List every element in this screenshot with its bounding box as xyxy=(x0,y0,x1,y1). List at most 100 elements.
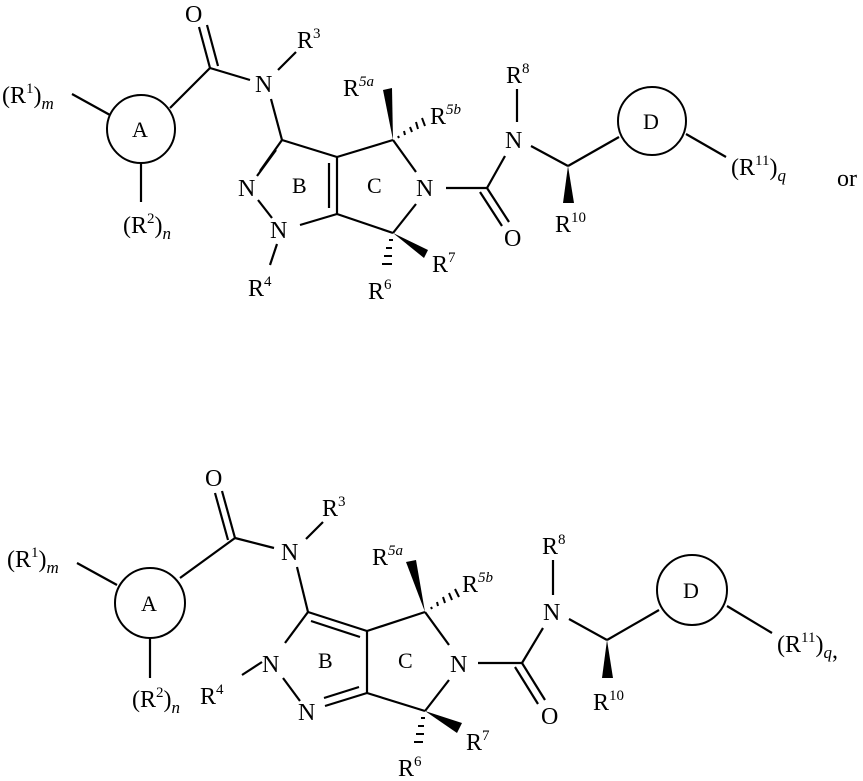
r8-label: R8 xyxy=(542,532,566,560)
r4-label: R4 xyxy=(200,682,224,710)
bond-ringA-carbonyl xyxy=(179,537,236,579)
bond-c4-n5 xyxy=(392,139,417,173)
amide-nitrogen: N xyxy=(255,72,272,98)
or-separator: or xyxy=(837,166,857,192)
r10-label: R10 xyxy=(555,210,586,238)
bond-ringD-r11 xyxy=(685,133,727,158)
bond-n1-c6a-a xyxy=(324,691,368,708)
r1-label: (R1)m xyxy=(7,545,59,577)
r2-label: (R2)n xyxy=(132,685,180,717)
urea-oxygen: O xyxy=(541,704,558,730)
bond-n1-c6a-b xyxy=(323,685,360,700)
bond-n2-n1 xyxy=(257,199,273,219)
bond-urea-co-b xyxy=(479,191,503,227)
bond-c3-n2-b xyxy=(256,149,277,177)
ring-a-label: A xyxy=(132,117,148,142)
r5a-label: R5a xyxy=(343,74,374,102)
carbonyl-oxygen: O xyxy=(185,2,202,28)
ring-d-circle xyxy=(656,554,728,626)
ring-a-label: A xyxy=(141,591,157,616)
r4-label: R4 xyxy=(248,274,272,302)
bond-urea-c-n xyxy=(521,627,544,664)
ring-c-label: C xyxy=(398,648,413,673)
ring-d-circle xyxy=(617,86,687,156)
bond-c6a-c6 xyxy=(336,212,394,235)
hash-bond-r5b xyxy=(397,117,426,139)
bond-r1-ringA xyxy=(71,93,111,116)
bond-c6-n5 xyxy=(424,679,450,712)
bond-co-2 xyxy=(213,492,230,541)
r2-label: (R2)n xyxy=(123,211,171,243)
bond-n-c3 xyxy=(295,566,310,613)
bond-urea-co-b xyxy=(514,666,539,705)
r6-label: R6 xyxy=(398,754,422,781)
r5b-label: R5b xyxy=(462,570,494,598)
r7-label: R7 xyxy=(432,250,456,278)
bond-co-2 xyxy=(205,24,220,67)
bond-c4-n5 xyxy=(424,611,450,646)
pyrazole-n1: N xyxy=(270,218,287,244)
pyrazole-n2: N xyxy=(262,652,279,678)
bond-c3-c3a xyxy=(281,138,338,159)
urea-oxygen: O xyxy=(504,226,521,252)
hash-bond-r6 xyxy=(414,717,425,743)
r6-label: R6 xyxy=(368,277,392,305)
bond-c3a-c4 xyxy=(366,610,426,633)
structure-bottom: (R1)m A (R2)n O N R3 N R4 N xyxy=(7,466,838,781)
ring-d-label: D xyxy=(683,578,699,603)
bond-co-1 xyxy=(220,490,237,539)
wedge-bond-r5a xyxy=(406,560,425,612)
hash-bond-r6 xyxy=(382,239,393,265)
r10-label: R10 xyxy=(593,688,624,716)
wedge-bond-r10 xyxy=(602,640,613,678)
bond-c3-c3a-a xyxy=(307,610,368,633)
bond-n2-r4 xyxy=(241,661,263,676)
bond-urea-co-a xyxy=(521,662,546,701)
bond-c3-c3a-b xyxy=(310,619,361,639)
bond-n1-r4 xyxy=(268,243,279,266)
wedge-bond-r10 xyxy=(563,166,574,203)
pyrazole-n2: N xyxy=(238,176,255,202)
r7-label: R7 xyxy=(466,728,490,756)
ring-d-label: D xyxy=(643,109,659,134)
bond-n-chiral-c xyxy=(530,145,569,167)
urea-nitrogen: N xyxy=(543,600,560,626)
bond-urea-c-n xyxy=(486,155,506,189)
ring-b-label: B xyxy=(318,648,333,673)
r3-label: R3 xyxy=(297,26,321,54)
wedge-bond-r7 xyxy=(425,711,462,733)
urea-nitrogen: N xyxy=(505,128,522,154)
bond-n-r3 xyxy=(277,51,297,71)
carbonyl-oxygen: O xyxy=(205,466,222,492)
bond-ringD-r11 xyxy=(726,605,773,634)
bond-n1-c6a xyxy=(299,212,338,227)
hash-bond-r5b xyxy=(430,588,460,610)
bond-c-n-amide xyxy=(209,66,251,82)
r5b-label: R5b xyxy=(430,102,462,130)
amide-nitrogen: N xyxy=(281,540,298,566)
bond-chiral-c-ringD xyxy=(606,609,660,641)
r11-label: (R11)q xyxy=(731,153,786,185)
bond-c-n-amide xyxy=(234,536,275,550)
pyrrolidine-nitrogen: N xyxy=(450,652,467,678)
r3-label: R3 xyxy=(322,494,346,522)
pyrazole-n1: N xyxy=(298,700,315,726)
bond-c6-n5 xyxy=(392,203,417,234)
bond-n2-n1 xyxy=(282,677,301,702)
ring-b-label: B xyxy=(292,173,307,198)
structure-top: (R1)m A (R2)n O N R3 N N B R4 xyxy=(2,2,857,305)
r1-label: (R1)m xyxy=(2,81,54,113)
bond-r1-ringA xyxy=(76,562,118,586)
ring-c-label: C xyxy=(367,173,382,198)
wedge-bond-r5a xyxy=(383,88,393,140)
bond-co-1 xyxy=(197,26,212,69)
bond-ringA-carbonyl xyxy=(169,67,211,109)
bond-n-c3 xyxy=(269,98,284,141)
r11-label: (R11)q, xyxy=(777,630,838,664)
bond-n-chiral-c xyxy=(568,618,608,641)
r5a-label: R5a xyxy=(372,543,403,571)
pyrrolidine-nitrogen: N xyxy=(416,176,433,202)
bond-c3-n2 xyxy=(284,611,309,644)
bond-c6a-c6 xyxy=(366,691,426,713)
bond-chiral-c-ringD xyxy=(567,136,620,167)
